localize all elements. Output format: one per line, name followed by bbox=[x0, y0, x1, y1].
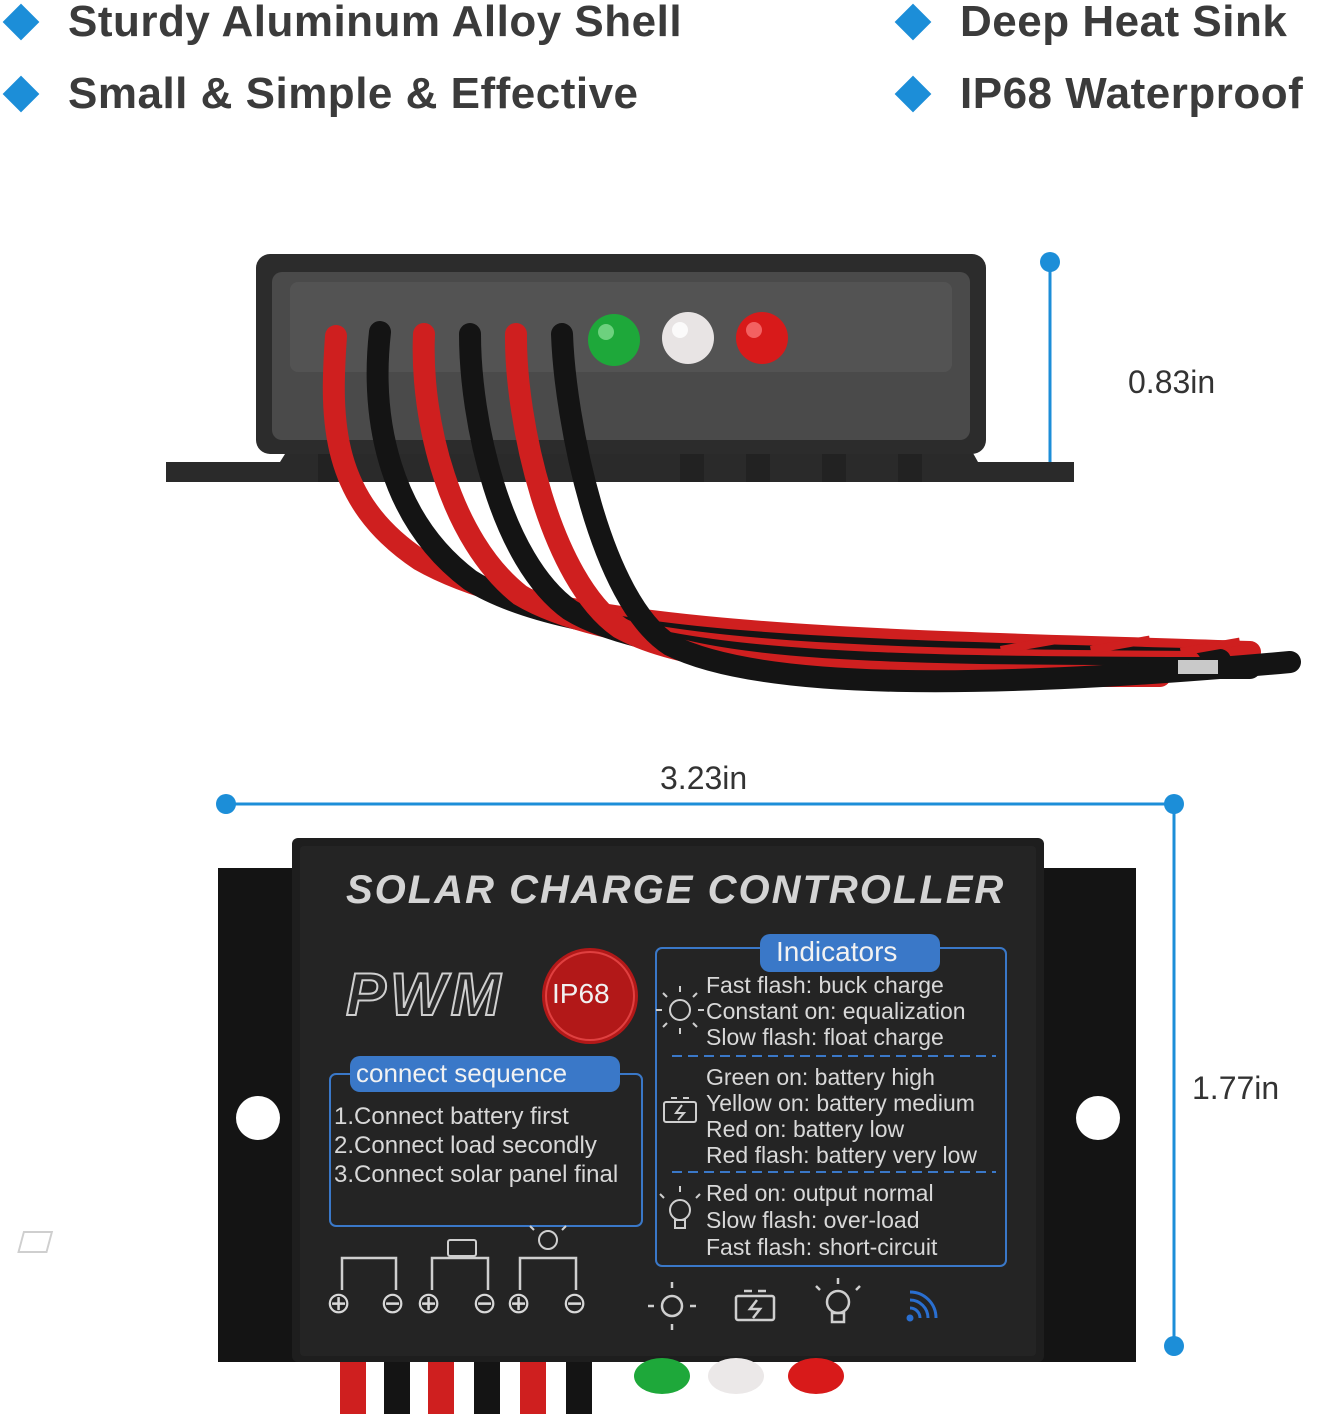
feature-item: Sturdy Aluminum Alloy Shell bbox=[2, 0, 683, 52]
length-dimension-label: 3.23in bbox=[660, 760, 748, 796]
panel-title: SOLAR CHARGE CONTROLLER bbox=[346, 868, 1006, 912]
dimension-endpoint bbox=[1040, 252, 1060, 272]
dimension-endpoint bbox=[216, 794, 236, 814]
battery-icon bbox=[447, 1239, 477, 1257]
right-flange bbox=[1036, 868, 1136, 1362]
wire-black bbox=[551, 323, 1301, 693]
wire-tips bbox=[1000, 635, 1241, 674]
connect-steps: 1.Connect battery first 2.Connect load s… bbox=[334, 1102, 618, 1189]
indicator-line: Red on: output normal bbox=[706, 1180, 934, 1206]
green-led bbox=[588, 314, 640, 366]
connect-step: 1.Connect battery first bbox=[334, 1103, 569, 1130]
bulb-icon bbox=[659, 1186, 701, 1229]
feature-text: Sturdy Aluminum Alloy Shell bbox=[68, 0, 683, 46]
indicator-line: Red on: battery low bbox=[706, 1116, 905, 1142]
indicator-line: Slow flash: float charge bbox=[706, 1024, 944, 1050]
indicator-line: Yellow on: battery medium bbox=[706, 1090, 975, 1116]
red-led bbox=[736, 312, 788, 364]
indicators-heading: Indicators bbox=[776, 936, 898, 967]
feature-item: Deep Heat Sink bbox=[894, 0, 1288, 52]
sun-icon bbox=[648, 1282, 696, 1330]
minus-symbol: ⊖ bbox=[472, 1287, 498, 1320]
terminal-diagram bbox=[340, 1256, 578, 1290]
battery-indicator-lines: Green on: battery high Yellow on: batter… bbox=[706, 1064, 977, 1168]
wire-bundle bbox=[322, 321, 1301, 693]
wireless-icon bbox=[906, 1290, 938, 1322]
dimension-endpoint bbox=[1164, 794, 1184, 814]
feature-text: Small & Simple & Effective bbox=[68, 69, 639, 118]
mounting-hole bbox=[1076, 1096, 1120, 1140]
minus-symbol: ⊖ bbox=[380, 1287, 406, 1320]
bottom-wires bbox=[340, 1362, 592, 1414]
solar-panel-icon bbox=[17, 1231, 54, 1253]
feature-item: Small & Simple & Effective bbox=[2, 64, 639, 124]
dimension-endpoint bbox=[1164, 1336, 1184, 1356]
feature-item: IP68 Waterproof bbox=[894, 64, 1304, 124]
connect-sequence-heading: connect sequence bbox=[356, 1058, 568, 1088]
load-indicator-lines: Red on: output normal Slow flash: over-l… bbox=[706, 1180, 937, 1261]
indicator-line: Fast flash: short-circuit bbox=[706, 1234, 938, 1260]
minus-symbol: ⊖ bbox=[562, 1287, 588, 1320]
connect-step: 2.Connect load secondly bbox=[334, 1132, 597, 1159]
width-dimension-label: 1.77in bbox=[1192, 1070, 1280, 1106]
mounting-hole bbox=[236, 1096, 280, 1140]
plus-symbol: ⊕ bbox=[416, 1287, 442, 1320]
indicator-line: Slow flash: over-load bbox=[706, 1207, 920, 1233]
height-dimension-label: 0.83in bbox=[1128, 364, 1216, 400]
feature-text: IP68 Waterproof bbox=[960, 69, 1304, 118]
indicator-line: Green on: battery high bbox=[706, 1064, 935, 1090]
solar-indicator-lines: Fast flash: buck charge Constant on: equ… bbox=[706, 972, 966, 1050]
ip68-badge-text: IP68 bbox=[552, 978, 610, 1009]
connect-step: 3.Connect solar panel final bbox=[334, 1161, 619, 1188]
indicator-line: Red flash: battery very low bbox=[706, 1142, 978, 1168]
sun-icon bbox=[656, 986, 704, 1034]
white-led bbox=[662, 312, 714, 364]
indicator-line: Fast flash: buck charge bbox=[706, 972, 944, 998]
plus-symbol: ⊕ bbox=[506, 1287, 532, 1320]
bottom-leds bbox=[634, 1358, 844, 1394]
left-flange bbox=[218, 868, 318, 1362]
plus-symbol: ⊕ bbox=[326, 1287, 352, 1320]
battery-icon bbox=[734, 1289, 776, 1322]
pwm-label: PWM bbox=[345, 960, 505, 1029]
bulb-icon bbox=[529, 1225, 567, 1250]
indicator-line: Constant on: equalization bbox=[706, 998, 966, 1024]
bulb-icon bbox=[815, 1278, 861, 1324]
feature-text: Deep Heat Sink bbox=[960, 0, 1288, 46]
battery-icon bbox=[663, 1097, 697, 1123]
side-view-illustration bbox=[166, 252, 1301, 693]
